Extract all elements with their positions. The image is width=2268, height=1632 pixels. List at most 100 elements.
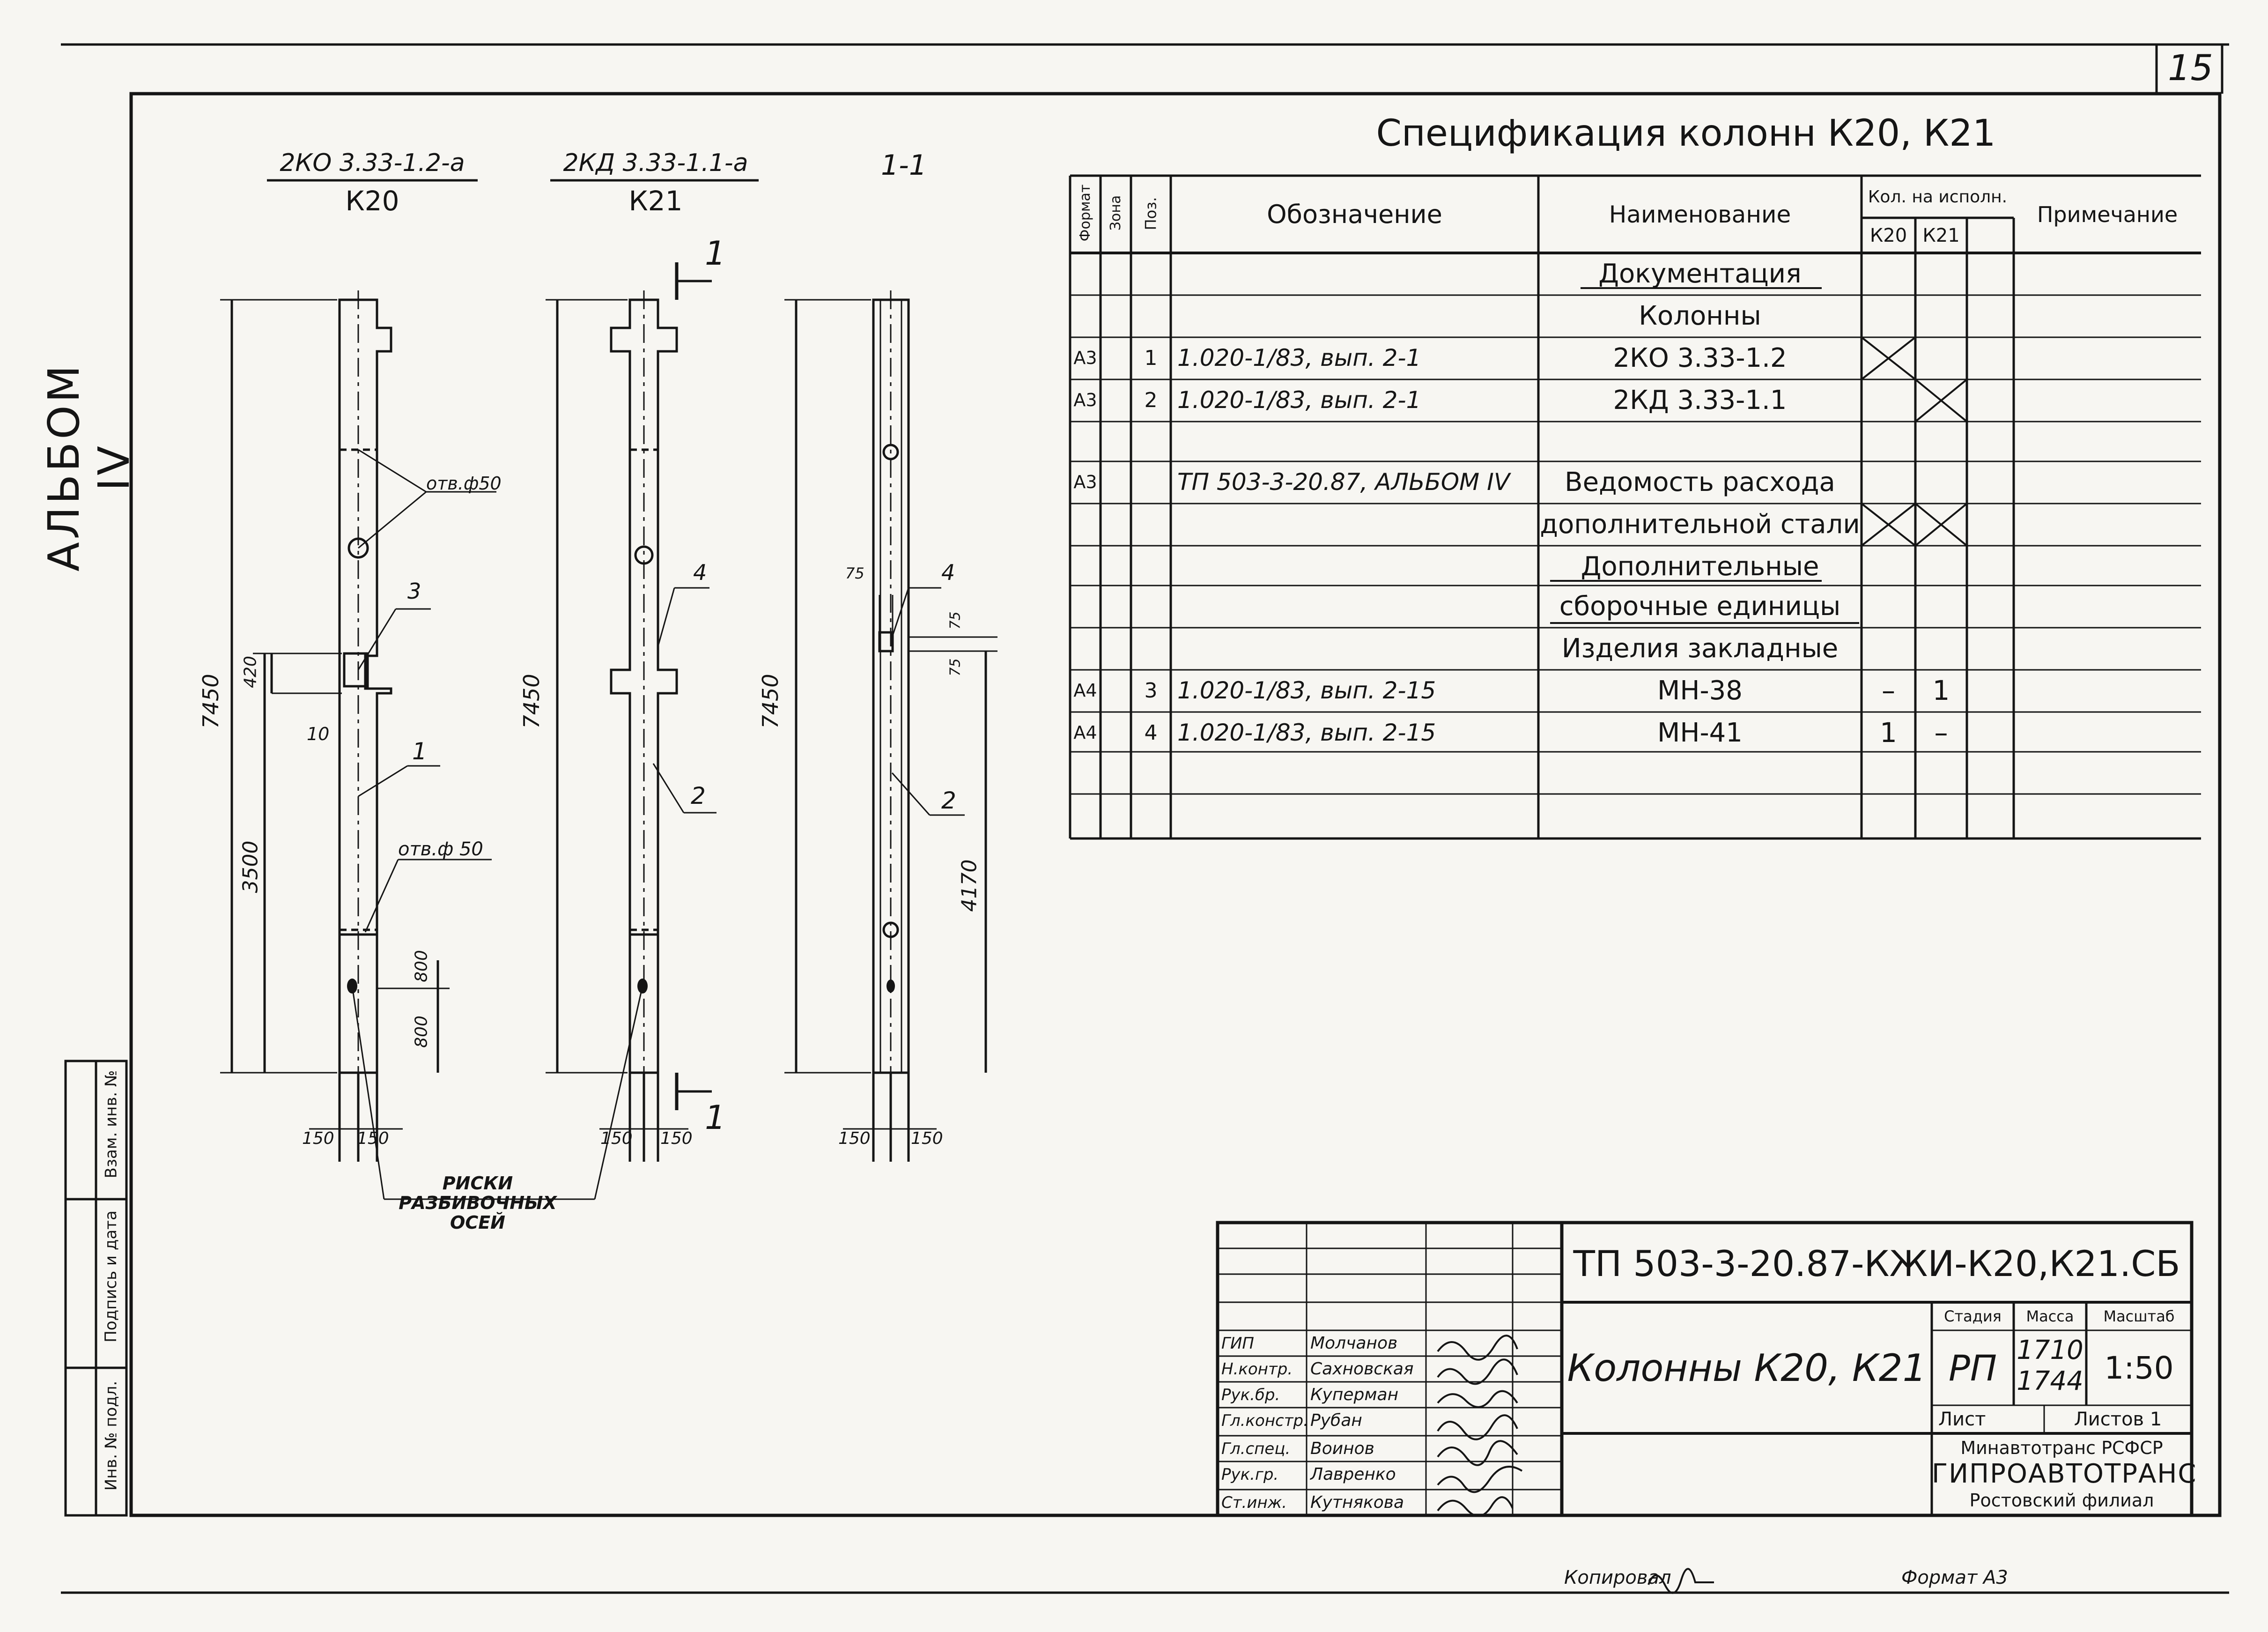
spec-cell-pos — [1131, 794, 1171, 835]
spec-cell-format — [1070, 586, 1101, 627]
callout-pos-2-sec: 2 — [941, 787, 956, 814]
spec-cell-k21 — [1915, 379, 1967, 421]
col2-code: 2КД 3.33-1.1-а — [563, 149, 748, 177]
tb-scale-label: Масштаб — [2103, 1307, 2175, 1325]
callout-pos-4-k21: 4 — [693, 560, 707, 585]
tb-person-role: Н.контр. — [1221, 1359, 1293, 1379]
tb-mass-label: Масса — [2026, 1307, 2074, 1325]
spec-cell-designation — [1171, 794, 1538, 835]
tb-person-role: Гл.констр. — [1221, 1411, 1307, 1430]
tb-person-name: Рубан — [1310, 1411, 1362, 1430]
dim-150-sec-r: 150 — [911, 1129, 943, 1148]
col1-code: 2КО 3.33-1.2-а — [280, 149, 465, 177]
dim-150-k21-r: 150 — [660, 1129, 693, 1148]
spec-cell-k21: – — [1934, 717, 1948, 749]
spec-cell-designation: 1.020-1/83, вып. 2-1 — [1177, 386, 1421, 414]
spec-header-name: Наименование — [1609, 200, 1791, 228]
spec-cell-name: Дополнительные — [1581, 551, 1819, 582]
footer-copied: Копировал — [1564, 1567, 1671, 1588]
tb-sheet-label: Лист — [1938, 1409, 1986, 1430]
tb-person-role: ГИП — [1221, 1334, 1254, 1353]
spec-cell-k20: 1 — [1880, 717, 1897, 749]
spec-cell-format — [1070, 295, 1101, 336]
spec-cell-k21 — [1915, 337, 1967, 378]
spec-cell-designation — [1171, 504, 1538, 545]
dim-800a: 800 — [412, 950, 431, 982]
spec-cell-name — [1538, 422, 1862, 463]
tb-mass-1: 1710 — [2017, 1335, 2083, 1365]
dim-3500: 3500 — [238, 840, 263, 893]
spec-cell-format: А3 — [1073, 472, 1097, 492]
spec-cell-name: сборочные единицы — [1559, 591, 1841, 622]
spec-cell-k20 — [1862, 253, 1915, 294]
tb-scale: 1:50 — [2104, 1350, 2174, 1386]
risk-note: РИСКИ РАЗБИВОЧНЫХ ОСЕЙ — [399, 1173, 557, 1233]
callout-pos-4-sec: 4 — [941, 560, 955, 585]
spec-header-k21: К21 — [1922, 224, 1960, 246]
tb-person-name: Сахновская — [1310, 1359, 1414, 1379]
tb-person-name: Куперман — [1310, 1385, 1399, 1404]
tb-person-role: Рук.бр. — [1221, 1385, 1280, 1404]
spec-header-pos: Поз. — [1142, 197, 1160, 230]
spec-cell-designation — [1171, 586, 1538, 627]
callout-hole-upper: отв.ф50 — [426, 473, 502, 494]
spec-cell-k21 — [1915, 461, 1967, 503]
spec-cell-format — [1070, 752, 1101, 793]
tb-doc-code: ТП 503-3-20.87-КЖИ-К20,К21.СБ — [1573, 1243, 2180, 1284]
dim-150-sec-l: 150 — [838, 1129, 871, 1148]
cut-marker-bottom: 1 — [705, 1098, 726, 1137]
spec-cell-name: Изделия закладные — [1561, 633, 1839, 664]
tb-stage: РП — [1949, 1347, 1997, 1389]
tb-mass-2: 1744 — [2017, 1366, 2083, 1396]
tb-object-name: Колонны К20, К21 — [1567, 1346, 1927, 1390]
dim-420: 420 — [241, 656, 260, 688]
tb-person-name: Молчанов — [1310, 1334, 1398, 1353]
spec-cell-pos — [1131, 253, 1171, 294]
spec-cell-k20 — [1862, 422, 1915, 463]
spec-cell-name: 2КО 3.33-1.2 — [1613, 342, 1787, 373]
spec-cell-format: А3 — [1073, 390, 1097, 410]
dim-4170: 4170 — [957, 859, 982, 912]
tb-person-name: Лавренко — [1310, 1465, 1396, 1484]
album-label: АЛЬБОМ IV — [39, 362, 139, 572]
spec-cell-pos — [1131, 422, 1171, 463]
dim-150-k20-r: 150 — [357, 1129, 389, 1148]
spec-cell-k20 — [1862, 794, 1915, 835]
spec-cell-k21 — [1915, 628, 1967, 669]
spec-cell-pos — [1131, 546, 1171, 587]
spec-cell-k20 — [1862, 586, 1915, 627]
tb-org: Минавтотранс РСФСР ГИПРОАВТОТРАНС Ростов… — [1932, 1436, 2197, 1513]
tb-mass: 1710 1744 — [2014, 1335, 2086, 1397]
tb-org-branch: Ростовский филиал — [1969, 1490, 2154, 1511]
callout-hole-lower: отв.ф 50 — [398, 838, 483, 860]
spec-cell-designation — [1171, 628, 1538, 669]
tb-org-institute: ГИПРОАВТОТРАНС — [1932, 1459, 2197, 1489]
spec-cell-k21 — [1915, 422, 1967, 463]
spec-cell-k21: 1 — [1932, 675, 1950, 706]
spec-cell-k20 — [1862, 504, 1915, 545]
callout-pos-2-k21: 2 — [691, 782, 706, 809]
spec-cell-k21 — [1915, 586, 1967, 627]
spec-cell-designation — [1171, 253, 1538, 294]
spec-cell-designation — [1171, 295, 1538, 336]
side-strip-replaced-inv: Взам. инв. № — [102, 1070, 121, 1179]
spec-cell-pos — [1131, 628, 1171, 669]
dim-height-k21: 7450 — [519, 674, 544, 729]
spec-cell-format: А3 — [1073, 348, 1097, 368]
tb-stage-label: Стадия — [1944, 1307, 2002, 1325]
spec-cell-format — [1070, 422, 1101, 463]
spec-cell-designation: 1.020-1/83, вып. 2-1 — [1177, 344, 1421, 371]
tb-org-ministry: Минавтотранс РСФСР — [1960, 1438, 2163, 1458]
spec-cell-name: дополнительной стали — [1540, 509, 1860, 540]
spec-cell-k20 — [1862, 546, 1915, 587]
spec-cell-k20 — [1862, 461, 1915, 503]
spec-cell-format: А4 — [1073, 722, 1097, 743]
spec-cell-designation: 1.020-1/83, вып. 2-15 — [1177, 677, 1436, 704]
spec-cell-k21 — [1915, 794, 1967, 835]
spec-cell-format — [1070, 253, 1101, 294]
col2-mark: К21 — [628, 185, 683, 217]
spec-cell-designation: 1.020-1/83, вып. 2-15 — [1177, 719, 1436, 746]
tb-sheets-label: Листов 1 — [2074, 1409, 2162, 1430]
spec-cell-designation: ТП 503-3-20.87, АЛЬБОМ IV — [1177, 468, 1510, 496]
